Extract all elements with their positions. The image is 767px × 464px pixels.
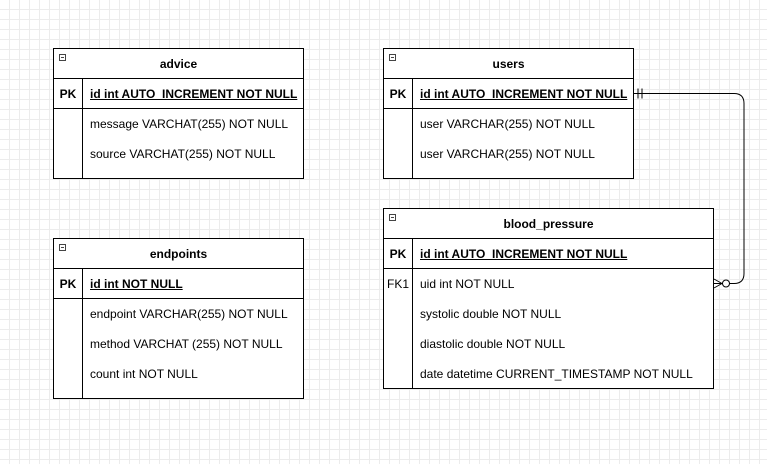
primary-key-row[interactable]: PK id int AUTO_INCREMENT NOT NULL [384,239,713,269]
table-header[interactable]: users [384,49,633,79]
field-list: FK1 uid int NOT NULL systolic double NOT… [384,269,713,389]
key-column [384,109,413,179]
zero-or-many-marker [713,278,730,289]
table-title: endpoints [149,246,208,261]
collapse-icon[interactable] [389,214,396,221]
field-row[interactable]: date datetime CURRENT_TIMESTAMP NOT NULL [420,367,693,381]
field-row[interactable]: user VARCHAR(255) NOT NULL [420,117,595,131]
table-endpoints[interactable]: endpoints PK id int NOT NULL endpoint VA… [53,238,304,399]
table-users[interactable]: users PK id int AUTO_INCREMENT NOT NULL … [383,48,634,179]
collapse-icon[interactable] [59,244,66,251]
fk-label: FK1 [386,277,409,291]
table-header[interactable]: blood_pressure [384,209,713,239]
pk-label: PK [59,86,77,101]
pk-label: PK [389,86,407,101]
field-row[interactable]: endpoint VARCHAR(255) NOT NULL [90,307,288,321]
field-list: message VARCHAT(255) NOT NULL source VAR… [54,109,303,179]
key-column [54,299,83,399]
field-list: endpoint VARCHAR(255) NOT NULL method VA… [54,299,303,399]
table-header[interactable]: endpoints [54,239,303,269]
field-row[interactable]: source VARCHAT(255) NOT NULL [90,147,276,161]
field-row[interactable]: user VARCHAR(255) NOT NULL [420,147,595,161]
table-header[interactable]: advice [54,49,303,79]
primary-key-row[interactable]: PK id int AUTO_INCREMENT NOT NULL [384,79,633,109]
pk-field: id int AUTO_INCREMENT NOT NULL [420,86,628,101]
collapse-icon[interactable] [59,54,66,61]
table-blood-pressure[interactable]: blood_pressure PK id int AUTO_INCREMENT … [383,208,714,389]
field-row[interactable]: count int NOT NULL [90,367,198,381]
field-row[interactable]: systolic double NOT NULL [420,307,562,321]
field-list: user VARCHAR(255) NOT NULL user VARCHAR(… [384,109,633,179]
pk-label: PK [59,276,77,291]
pk-field: id int NOT NULL [90,276,183,291]
table-advice[interactable]: advice PK id int AUTO_INCREMENT NOT NULL… [53,48,304,179]
table-title: advice [159,56,198,71]
one-cardinality-marker [637,88,643,99]
pk-label: PK [389,246,407,261]
collapse-icon[interactable] [389,54,396,61]
field-row[interactable]: diastolic double NOT NULL [420,337,566,351]
field-row[interactable]: method VARCHAT (255) NOT NULL [90,337,283,351]
pk-field: id int AUTO_INCREMENT NOT NULL [90,86,298,101]
table-title: blood_pressure [503,216,594,231]
field-row[interactable]: message VARCHAT(255) NOT NULL [90,117,289,131]
primary-key-row[interactable]: PK id int NOT NULL [54,269,303,299]
field-row[interactable]: uid int NOT NULL [420,277,515,291]
pk-field: id int AUTO_INCREMENT NOT NULL [420,246,628,261]
key-column [54,109,83,179]
key-column: FK1 [384,269,413,389]
table-title: users [492,56,525,71]
primary-key-row[interactable]: PK id int AUTO_INCREMENT NOT NULL [54,79,303,109]
